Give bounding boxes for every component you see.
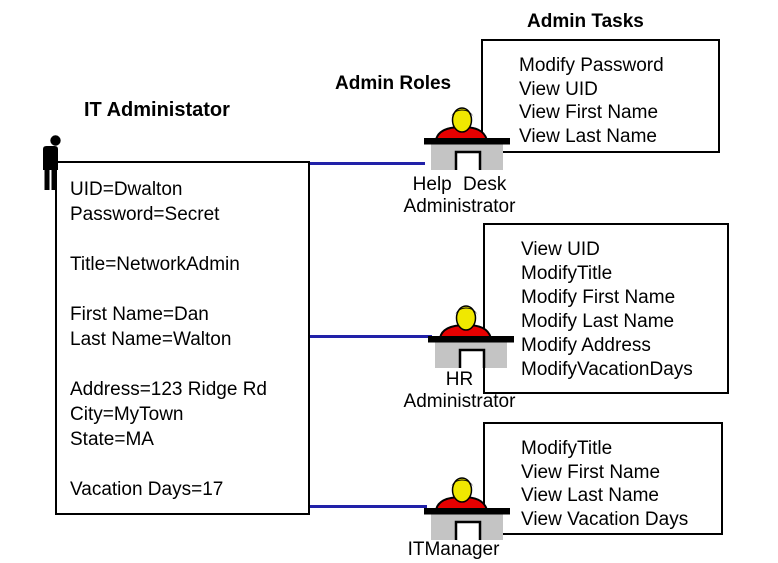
- it-manager-tasks-list: ModifyTitle View First Name View Last Na…: [485, 424, 721, 531]
- task-item: Modify Password: [519, 55, 664, 76]
- it-administrator-header: IT Administator: [84, 99, 230, 121]
- help-desk-tasks-list: Modify Password View UID View First Name…: [483, 41, 718, 148]
- attribute-address: Address=123 Ridge Rd: [70, 379, 267, 400]
- user-attributes-box: UID=Dwalton Password=Secret Title=Networ…: [55, 161, 310, 515]
- it-manager-tasks-box: ModifyTitle View First Name View Last Na…: [483, 422, 723, 535]
- role-name-line: Administrator: [403, 391, 516, 412]
- task-item: Modify Address: [521, 335, 651, 356]
- task-item: Modify Last Name: [521, 311, 675, 332]
- task-item: View UID: [521, 239, 600, 260]
- help-desk-administrator-label: Help Desk Administrator: [387, 174, 532, 218]
- role-name-line: HR: [445, 369, 474, 390]
- attribute-spacer: [70, 352, 302, 377]
- hr-administrator-label: HR Administrator: [387, 369, 532, 413]
- role-name-line: Help Desk: [412, 174, 507, 195]
- attribute-last-name: Last Name=Walton: [70, 329, 232, 350]
- admin-at-desk-icon: [428, 305, 514, 368]
- attribute-password: Password=Secret: [70, 204, 220, 225]
- role-name-line: Administrator: [403, 196, 516, 217]
- attribute-city: City=MyTown: [70, 404, 184, 425]
- hr-tasks-list: View UID ModifyTitle Modify First Name M…: [485, 225, 727, 382]
- admin-at-desk-icon: [424, 477, 510, 540]
- hr-tasks-box: View UID ModifyTitle Modify First Name M…: [483, 223, 729, 394]
- role-name-line: ITManager: [407, 539, 500, 560]
- connector-line-help-desk: [309, 162, 425, 165]
- attribute-spacer: [70, 277, 302, 302]
- task-item: ModifyTitle: [521, 263, 613, 284]
- attribute-state: State=MA: [70, 429, 154, 450]
- task-item: View Vacation Days: [521, 508, 689, 530]
- admin-at-desk-icon: [424, 107, 510, 170]
- attribute-vacation-days: Vacation Days=17: [70, 479, 224, 500]
- it-manager-label: ITManager: [381, 539, 526, 561]
- attribute-title: Title=NetworkAdmin: [70, 254, 240, 275]
- user-attributes-list: UID=Dwalton Password=Secret Title=Networ…: [57, 163, 308, 502]
- attribute-spacer: [70, 452, 302, 477]
- standing-person-icon: [43, 135, 61, 190]
- attribute-spacer: [70, 227, 302, 252]
- help-desk-tasks-box: Modify Password View UID View First Name…: [481, 39, 720, 153]
- admin-tasks-header: Admin Tasks: [527, 11, 644, 32]
- task-item: View Last Name: [521, 485, 659, 506]
- task-item: View First Name: [521, 461, 661, 483]
- task-item: View UID: [519, 78, 598, 100]
- connector-line-hr: [308, 335, 432, 338]
- attribute-uid: UID=Dwalton: [70, 179, 183, 200]
- task-item: Modify First Name: [521, 287, 676, 308]
- connector-line-it-manager: [307, 505, 427, 508]
- admin-roles-header: Admin Roles: [335, 73, 452, 94]
- task-item: View Last Name: [519, 125, 657, 147]
- task-item: View First Name: [519, 102, 659, 123]
- task-item: ModifyVacationDays: [521, 359, 693, 380]
- attribute-first-name: First Name=Dan: [70, 304, 209, 325]
- task-item: ModifyTitle: [521, 438, 613, 459]
